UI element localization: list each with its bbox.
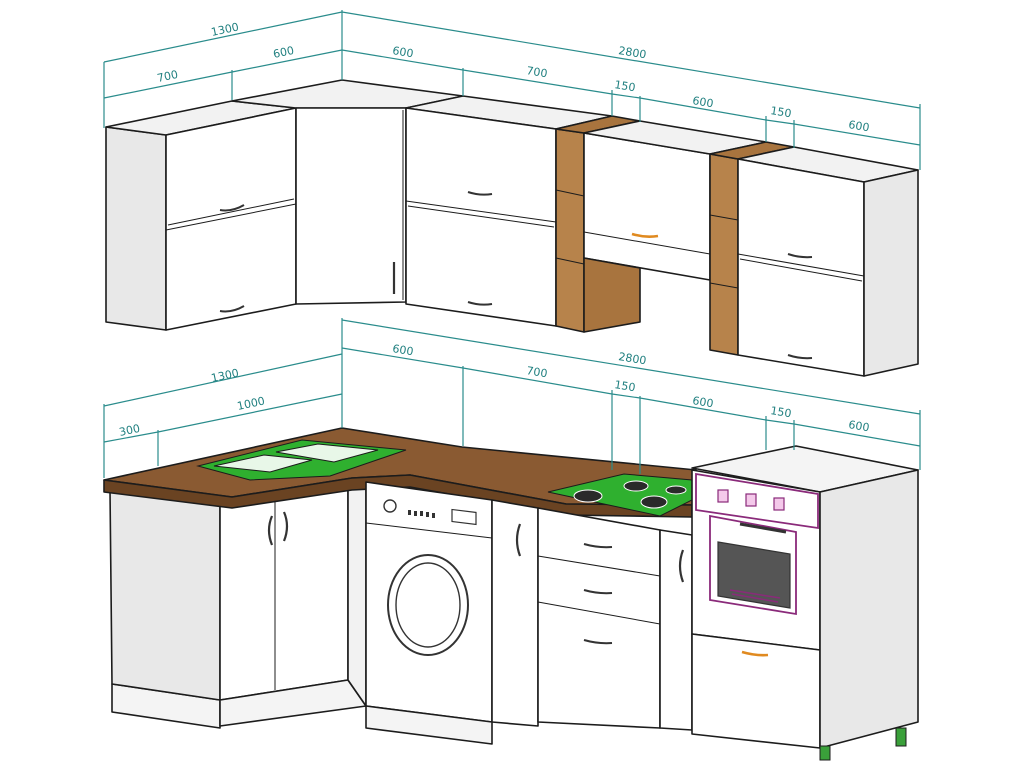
lower-side-door-handle: [678, 549, 685, 583]
lower-seg3-label: 150: [614, 378, 637, 394]
oven-drawer-handle: [741, 650, 769, 657]
lower-left-total-label: 1300: [210, 366, 240, 385]
lower-left-handle-1: [267, 515, 274, 546]
upper-left-handle-bottom: [219, 305, 245, 313]
upper-cabinets: [105, 79, 919, 377]
upper-left-cabinet-front: [165, 107, 297, 331]
lower-left-a-label: 300: [118, 422, 141, 439]
oven-knobs: [717, 489, 785, 511]
lower-left-handle-2: [282, 511, 289, 542]
drawer-handle-3: [583, 639, 613, 645]
upper-right-front: [737, 158, 865, 377]
lower-seg6-label: 600: [848, 418, 871, 434]
lower-left-side-panel: [109, 489, 221, 701]
oven-foot-right: [895, 727, 907, 747]
drawer-handle-2: [583, 589, 613, 595]
upper-mid-handle-bottom: [467, 301, 493, 306]
lower-seg1-label: 600: [392, 342, 415, 358]
lower-right-total-label: 2800: [618, 350, 648, 367]
lower-narrow-cabinet: [491, 499, 539, 727]
upper-seg4-label: 600: [692, 94, 715, 110]
lower-left-b-label: 1000: [236, 394, 266, 413]
washing-machine-icon: [365, 481, 493, 745]
washing-machine-plinth: [365, 705, 493, 745]
lower-cabinets: [103, 427, 919, 761]
upper-left-side-panel: [105, 126, 167, 331]
upper-seg5-label: 150: [770, 104, 793, 120]
upper-seg1-label: 600: [392, 44, 415, 60]
lower-seg5-label: 150: [770, 404, 793, 420]
lower-narrow-handle: [515, 523, 522, 557]
upper-left-b-label: 600: [272, 44, 295, 61]
upper-seg3-label: 150: [614, 78, 637, 94]
upper-left-total-label: 1300: [210, 20, 240, 39]
upper-mid-handle-top: [467, 191, 493, 196]
oven-icon: [691, 445, 919, 761]
drawer-handle-1: [583, 543, 613, 549]
upper-right-total-label: 2800: [618, 44, 648, 61]
upper-lift-handle: [631, 232, 659, 238]
oven-handle: [739, 522, 787, 534]
washing-machine-panel: [451, 508, 477, 526]
washing-machine-knob: [383, 499, 397, 513]
lower-drawer-unit: [537, 507, 693, 731]
lower-dimension-lines: 1300 300 1000 2800 600 700 150 600 150 6…: [103, 318, 921, 478]
upper-right-side-panel: [863, 169, 919, 377]
lower-seg4-label: 600: [692, 394, 715, 410]
upper-dimension-lines: 1300 700 600 2800 600 700 150 600 150 60…: [103, 10, 921, 170]
upper-right-handle-top: [787, 253, 813, 259]
upper-left-a-label: 700: [156, 68, 179, 85]
upper-open-shelf-1: [555, 128, 585, 333]
sink-icon: [196, 439, 407, 481]
upper-left-handle-top: [219, 204, 245, 212]
washing-machine-buttons: [408, 510, 435, 518]
upper-seg6-label: 600: [848, 118, 871, 134]
lower-corner-filler: [347, 479, 367, 707]
upper-corner-door: [295, 107, 407, 305]
lower-seg2-label: 700: [526, 364, 549, 380]
upper-open-shelf-2: [709, 153, 739, 356]
upper-right-handle-bottom: [787, 354, 813, 360]
hob-icon: [547, 473, 693, 517]
upper-seg2-label: 700: [526, 64, 549, 80]
upper-lift-cabinet-front: [583, 132, 711, 281]
upper-lift-cabinet-wood-side: [583, 257, 641, 333]
oven-foot-left: [819, 745, 831, 761]
